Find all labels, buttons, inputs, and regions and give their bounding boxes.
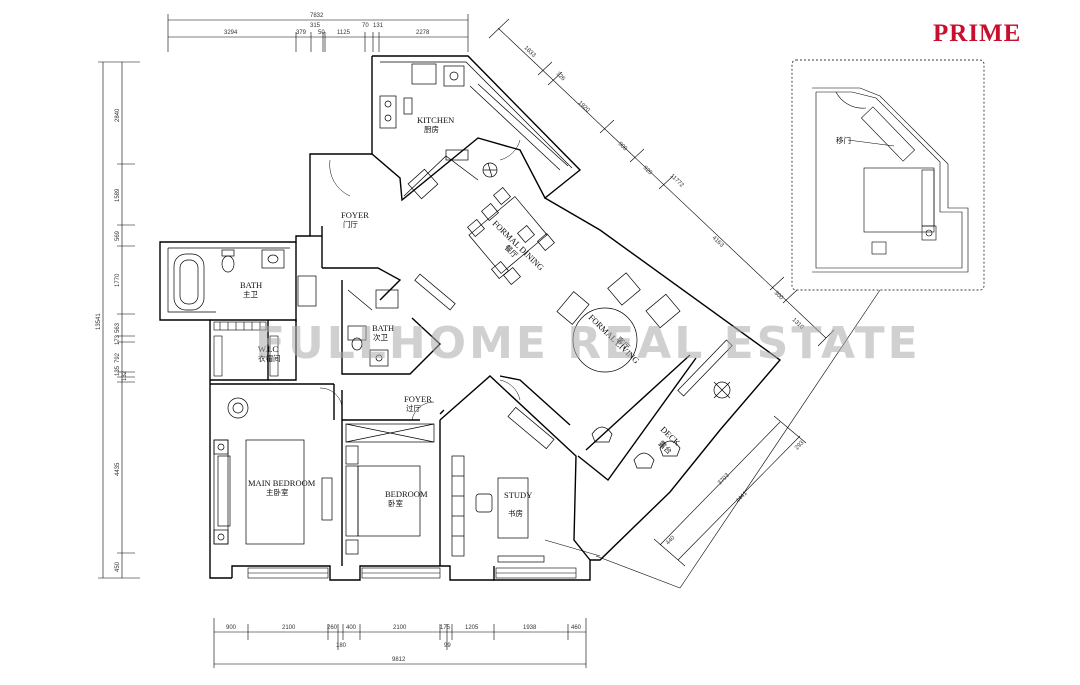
label-bedroom-zh: 卧室 <box>388 498 403 508</box>
dim-bottom-sub-1: 99 <box>444 643 451 649</box>
label-dining: FORMAL DINING <box>491 218 546 272</box>
label-bath-second-zh: 次卫 <box>373 332 388 342</box>
label-wic-zh: 衣帽间 <box>258 353 281 363</box>
dim-left-9: 4435 <box>115 462 121 476</box>
label-foyer-top: FOYER <box>341 210 369 220</box>
dining-furniture <box>467 162 555 285</box>
dim-bottom-4: 2100 <box>393 625 407 631</box>
label-main-bedroom: MAIN BEDROOM <box>248 478 316 488</box>
dim-diag-right-0: 4163 <box>711 235 725 249</box>
top-dimensions <box>167 14 469 52</box>
room-labels: KITCHEN 厨房 FOYER 门厅 FORMAL DINING 餐厅 BAT… <box>240 115 683 518</box>
dim-bottom-7: 1938 <box>523 625 537 631</box>
dim-top-4: 1125 <box>337 30 351 36</box>
kitchen-fixtures <box>379 63 569 200</box>
label-kitchen-zh: 厨房 <box>424 124 439 134</box>
wic-racks <box>213 321 279 377</box>
door-swings <box>319 139 521 421</box>
dim-bottom-8: 460 <box>571 625 582 631</box>
dim-bottom-1: 2100 <box>282 625 296 631</box>
dim-left-2: 569 <box>115 230 121 241</box>
dim-bottom-sub-0: 180 <box>336 643 347 649</box>
bottom-dimensions <box>213 618 587 668</box>
dim-diag-right-1: 300 <box>773 290 785 302</box>
dim-left-7: 135 <box>115 365 121 376</box>
dim-top-6: 131 <box>373 23 384 29</box>
dim-diag-top-4: 920 <box>642 165 654 177</box>
label-study: STUDY <box>504 490 532 500</box>
dim-diag-top-2: 1920 <box>577 100 591 114</box>
label-foyer-hall: FOYER <box>404 394 432 404</box>
windows <box>247 567 577 579</box>
left-dimensions <box>98 61 140 579</box>
walls <box>159 55 782 581</box>
dim-left-3: 1770 <box>115 273 121 287</box>
diagonal-dimensions <box>488 18 835 567</box>
inset-frame <box>791 59 985 291</box>
dim-diag-top-1: 326 <box>555 71 567 83</box>
label-bath-second: BATH <box>372 323 394 333</box>
dim-diag-bottom-0: 440 <box>665 535 677 547</box>
dim-bottom-6: 1205 <box>465 625 479 631</box>
inset-label: 移门 <box>836 135 851 145</box>
inset-detail: 移门 <box>544 59 985 589</box>
watermark: FULLHOME REAL ESTATE <box>255 318 921 369</box>
dim-left-5: 173 <box>115 334 121 345</box>
bath-fixtures <box>173 249 399 367</box>
dim-left-total: 13541 <box>96 313 102 330</box>
bedroom-furniture <box>213 397 435 555</box>
dim-top-7: 2278 <box>416 30 430 36</box>
dim-top-2: 315 <box>310 23 321 29</box>
dim-left-6: 792 <box>115 352 121 363</box>
label-foyer-top-zh: 门厅 <box>343 220 358 229</box>
dim-diag-top-0: 1833 <box>523 45 537 59</box>
label-main-bedroom-zh: 主卧室 <box>266 487 289 497</box>
dim-bottom-0: 900 <box>226 625 237 631</box>
label-foyer-hall-zh: 过厅 <box>406 403 421 413</box>
label-bedroom: BEDROOM <box>385 489 428 499</box>
dim-top-total: 7832 <box>310 13 324 19</box>
study-furniture <box>451 406 555 563</box>
dim-left-8: 132 <box>122 370 128 381</box>
dim-diag-top-3: 900 <box>617 141 629 153</box>
label-kitchen: KITCHEN <box>417 115 454 125</box>
dim-bottom-5: 175 <box>440 625 451 631</box>
dim-top-1: 379 <box>296 30 307 36</box>
dim-left-1: 1589 <box>115 188 121 202</box>
label-bath-main: BATH <box>240 280 262 290</box>
dim-left-10: 450 <box>115 561 121 572</box>
dim-top-5: 70 <box>362 23 369 29</box>
brand-logo: PRIME <box>933 20 1022 47</box>
dim-left-4: 563 <box>115 322 121 333</box>
dim-top-3: 50 <box>318 30 325 36</box>
dim-top-0: 3294 <box>224 30 238 36</box>
label-wic: W.I.C <box>258 344 278 354</box>
label-study-zh: 书房 <box>508 508 523 518</box>
dim-diag-bottom-3: 293 <box>794 440 806 452</box>
dim-left-0: 2840 <box>115 108 121 122</box>
label-bath-main-zh: 主卫 <box>243 289 258 299</box>
dim-bottom-total: 9812 <box>392 657 406 663</box>
dim-bottom-3: 400 <box>346 625 357 631</box>
dim-diag-top-5: 11772 <box>669 173 685 189</box>
living-furniture <box>414 272 733 469</box>
dim-bottom-2: 260 <box>327 625 338 631</box>
